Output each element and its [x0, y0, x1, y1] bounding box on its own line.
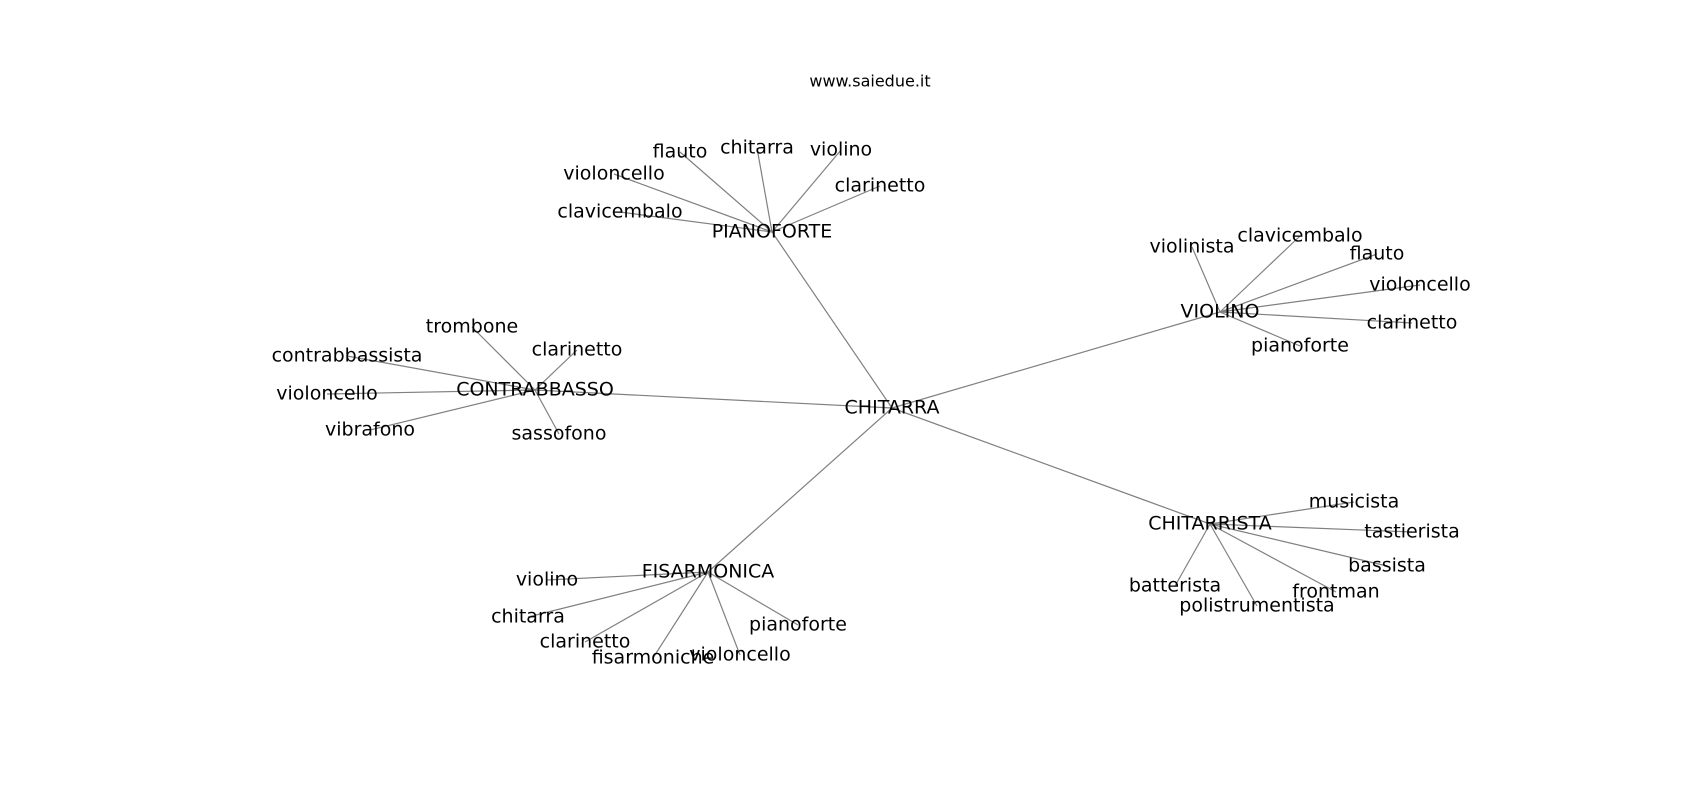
node-leaf-violino: violino	[516, 569, 578, 591]
node-leaf-clarinetto: clarinetto	[532, 339, 623, 361]
node-hub-fisarmonica: FISARMONICA	[642, 561, 775, 583]
node-leaf-sassofono: sassofono	[512, 423, 607, 445]
node-leaf-violoncello: violoncello	[689, 644, 790, 666]
edge-violino-clavicembalo	[1219, 235, 1301, 313]
edge-contrabbasso-vibrafono	[369, 389, 536, 431]
node-leaf-pianoforte: pianoforte	[1251, 335, 1349, 357]
node-leaf-chitarra: chitarra	[491, 606, 565, 628]
node-hub-violino: VIOLINO	[1181, 301, 1260, 323]
node-leaf-vibrafono: vibrafono	[325, 419, 415, 441]
edge-chitarrista-bassista	[1209, 523, 1388, 567]
edge-violino-pianoforte	[1219, 311, 1301, 347]
node-leaf-polistrumentista: polistrumentista	[1179, 595, 1334, 617]
edge-violino-violinista	[1191, 246, 1221, 313]
node-leaf-clarinetto: clarinetto	[540, 631, 631, 653]
edge-center-fisarmonica	[707, 407, 893, 573]
node-leaf-flauto: flauto	[1350, 243, 1405, 265]
node-leaf-violoncello: violoncello	[276, 383, 377, 405]
graph-labels: CHITARRA PIANOFORTE flauto chitarra violino c…	[272, 137, 1471, 669]
edge-fisarmonica-fisarmoniche	[652, 571, 709, 659]
edge-chitarrista-frontman	[1209, 523, 1337, 593]
edge-chitarrista-polistrumentista	[1209, 523, 1258, 607]
edge-pianoforte-violoncello	[613, 173, 773, 233]
node-leaf-bassista: bassista	[1348, 555, 1426, 577]
node-leaf-violinista: violinista	[1149, 236, 1234, 258]
node-leaf-clarinetto: clarinetto	[1367, 312, 1458, 334]
node-leaf-chitarra: chitarra	[720, 137, 794, 159]
node-leaf-flauto: flauto	[653, 141, 708, 163]
node-leaf-clavicembalo: clavicembalo	[557, 201, 682, 223]
edge-pianoforte-flauto	[679, 151, 773, 233]
edge-pianoforte-clarinetto	[771, 185, 881, 233]
node-leaf-clavicembalo: clavicembalo	[1237, 225, 1362, 247]
node-leaf-pianoforte: pianoforte	[749, 614, 847, 636]
edge-pianoforte-chitarra	[756, 147, 773, 233]
node-hub-pianoforte: PIANOFORTE	[712, 221, 833, 243]
edge-violino-flauto	[1219, 253, 1378, 313]
node-leaf-frontman: frontman	[1292, 581, 1379, 603]
edge-fisarmonica-violino	[546, 571, 709, 581]
edge-contrabbasso-contrabbassista	[346, 355, 536, 391]
node-leaf-trombone: trombone	[426, 316, 518, 338]
edge-contrabbasso-clarinetto	[534, 349, 578, 391]
node-leaf-violoncello: violoncello	[1369, 274, 1470, 296]
node-leaf-batterista: batterista	[1129, 575, 1221, 597]
site-title: www.saiedue.it	[809, 72, 930, 91]
node-leaf-musicista: musicista	[1309, 491, 1399, 513]
graph-edges	[326, 147, 1421, 659]
node-center-chitarra: CHITARRA	[845, 397, 940, 419]
edge-fisarmonica-clarinetto	[584, 571, 709, 643]
node-leaf-tastierista: tastierista	[1364, 521, 1460, 543]
edge-contrabbasso-violoncello	[326, 389, 536, 395]
edge-center-pianoforte	[771, 231, 893, 409]
edge-chitarrista-musicista	[1209, 501, 1355, 525]
edge-pianoforte-violino	[771, 149, 842, 233]
node-leaf-violino: violino	[810, 139, 872, 161]
edge-fisarmonica-chitarra	[527, 571, 709, 618]
edge-chitarrista-batterista	[1174, 523, 1211, 587]
node-leaf-contrabbassista: contrabbassista	[272, 345, 423, 367]
edge-chitarrista-tastierista	[1209, 523, 1413, 533]
node-leaf-clarinetto: clarinetto	[835, 175, 926, 197]
edge-contrabbasso-sassofono	[534, 389, 560, 435]
edge-fisarmonica-violoncello	[707, 571, 741, 656]
edge-contrabbasso-trombone	[471, 326, 536, 391]
node-hub-chitarrista: CHITARRISTA	[1148, 513, 1271, 535]
edge-center-contrabbasso	[534, 389, 893, 409]
node-leaf-violoncello: violoncello	[563, 163, 664, 185]
edge-violino-violoncello	[1219, 284, 1421, 313]
edge-center-chitarrista	[891, 407, 1211, 525]
edge-violino-clarinetto	[1219, 311, 1413, 324]
edge-center-violino	[891, 311, 1221, 409]
edge-fisarmonica-pianoforte	[707, 571, 799, 626]
edge-pianoforte-clavicembalo	[619, 211, 773, 233]
node-hub-contrabbasso: CONTRABBASSO	[456, 379, 614, 401]
node-leaf-fisarmoniche: fisarmoniche	[592, 647, 715, 669]
